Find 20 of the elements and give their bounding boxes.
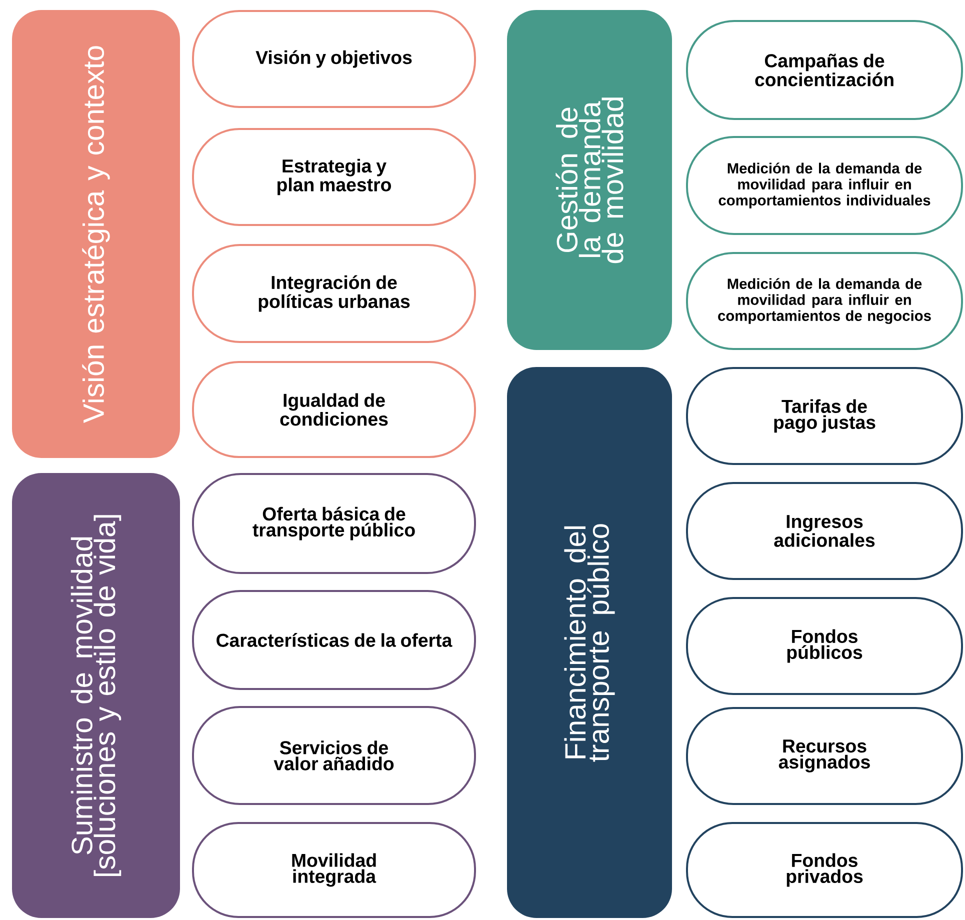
- item-box: Ingresos adicionales: [686, 482, 963, 580]
- item-box: Características de la oferta: [192, 590, 476, 690]
- category-box: Suministro de movilidad [soluciones y estilo de vida]: [12, 473, 180, 918]
- item-box: Medición de la demanda de movilidad para influir en comportamientos individuales: [686, 136, 963, 235]
- item-box: Igualdad de condiciones: [192, 361, 476, 458]
- item-box: Servicios de valor añadido: [192, 706, 476, 805]
- item-box: Tarifas de pago justas: [686, 367, 963, 465]
- item-box: Medición de la demanda de movilidad para influir en comportamientos de negocios: [686, 252, 963, 350]
- item-box: Visión y objetivos: [192, 10, 476, 108]
- category-box: Visión estratégica y contexto: [12, 10, 180, 458]
- item-box: Fondos privados: [686, 822, 963, 918]
- item-box: Movilidad integrada: [192, 822, 476, 918]
- category-box: Financimiento del transporte público: [507, 367, 672, 918]
- item-box: Campañas de concientización: [686, 20, 963, 120]
- item-box: Recursos asignados: [686, 707, 963, 805]
- item-box: Integración de políticas urbanas: [192, 244, 476, 343]
- category-box: Gestión de la demanda de movilidad: [507, 10, 672, 350]
- item-box: Estrategia y plan maestro: [192, 128, 476, 226]
- item-box: Oferta básica de transporte público: [192, 473, 476, 574]
- item-box: Fondos públicos: [686, 597, 963, 695]
